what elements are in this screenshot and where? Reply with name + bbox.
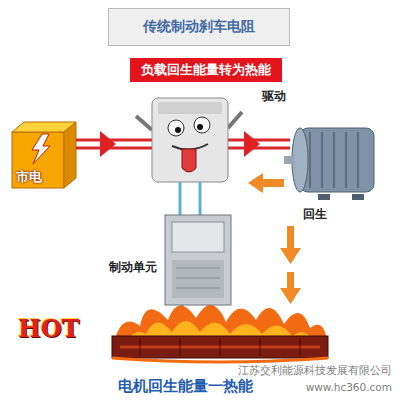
inverter-character [182, 149, 196, 172]
mains-cube [64, 122, 76, 188]
power-wire [228, 147, 290, 150]
regen-arrow [287, 272, 294, 288]
braking-unit [172, 260, 224, 298]
regen-arrow [280, 248, 301, 264]
hot-resistor-fire [180, 338, 181, 356]
hot-resistor-fire [112, 336, 328, 358]
braking-unit [172, 222, 224, 252]
hot-resistor-fire [140, 338, 141, 356]
motor [345, 132, 347, 188]
node-text: 市电 [16, 168, 42, 186]
regen-arrow [248, 173, 301, 304]
wire [199, 182, 202, 215]
power-wire [76, 147, 152, 150]
motor [333, 132, 335, 188]
hot-resistor-fire [300, 338, 301, 356]
mains-cube [12, 132, 64, 188]
motor [284, 156, 294, 164]
inverter-character [175, 127, 181, 133]
inverter-character [194, 117, 210, 133]
motor [318, 194, 330, 200]
mains-cube [12, 122, 76, 188]
inverter-character [228, 112, 242, 128]
motor [284, 128, 374, 200]
braking-unit [165, 215, 231, 305]
braking-unit [176, 278, 220, 279]
flow-label: 回生 [303, 206, 327, 223]
inverter-character [197, 124, 203, 130]
motor [352, 194, 364, 200]
braking-unit [165, 215, 231, 305]
hot-text: HOT [18, 314, 79, 343]
power-wire [76, 139, 152, 142]
caption-text: 电机回生能量一热能 [118, 377, 253, 396]
regen-arrow [262, 179, 284, 187]
power-wire [100, 131, 116, 157]
hot-resistor-fire [112, 358, 328, 362]
braking-unit [176, 288, 220, 289]
motor [292, 128, 308, 192]
motor [321, 132, 323, 188]
regen-arrow [280, 288, 301, 304]
hot-resistor-fire [220, 338, 221, 356]
inverter-character [136, 98, 242, 182]
title-text: 传统制动刹车电阻 [143, 18, 255, 36]
regen-arrow [248, 173, 263, 193]
braking-unit [176, 268, 220, 269]
inverter-character [136, 116, 152, 130]
inverter-character [168, 120, 184, 136]
watermark: 江苏交利能源科技发展有限公司 [238, 364, 392, 378]
power-wire [244, 131, 260, 157]
node-text: 制动单元 [109, 259, 157, 276]
motor [300, 128, 374, 192]
regen-arrow [287, 226, 294, 248]
inverter-character [152, 98, 228, 182]
watermark: www.hc360.com [306, 381, 392, 393]
power-wire [228, 139, 290, 142]
band-box: 负载回生能量转为热能 [130, 58, 282, 82]
motor [357, 132, 359, 188]
title-box: 传统制动刹车电阻 [108, 8, 290, 46]
mains-box: 市电 [12, 150, 64, 188]
wire [179, 182, 182, 215]
inverter-character [158, 102, 222, 114]
node-text: 负载回生能量转为热能 [141, 61, 271, 79]
braking-unit-box: 制动单元 [165, 215, 231, 305]
flow-label: 驱动 [262, 88, 286, 105]
mains-cube [32, 134, 50, 164]
hot-resistor-fire [260, 338, 261, 356]
motor [309, 132, 311, 188]
hot-resistor-fire [112, 305, 328, 362]
